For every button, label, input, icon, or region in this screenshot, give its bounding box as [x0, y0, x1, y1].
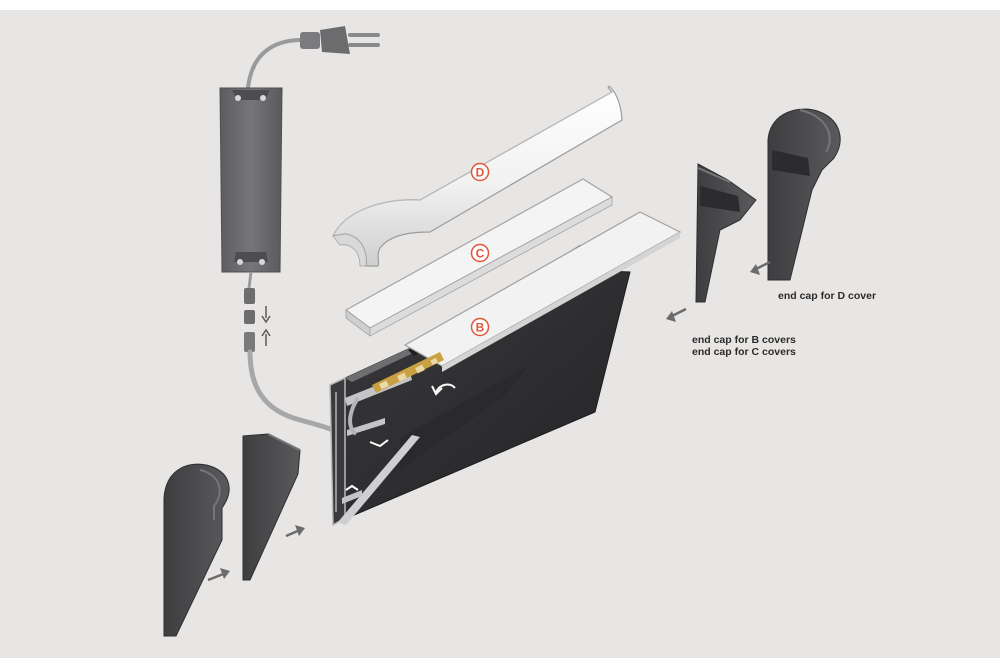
- badge-d: D: [470, 162, 490, 182]
- badge-b-letter: B: [476, 321, 485, 335]
- label-end-cap-c: end cap for C covers: [692, 346, 796, 358]
- end-cap-front-d: [163, 463, 230, 637]
- end-cap-back-bc: [695, 163, 757, 303]
- label-end-cap-d: end cap for D cover: [778, 290, 876, 302]
- connector-arrows: [261, 306, 271, 346]
- end-cap-front-bc: [242, 433, 301, 581]
- profile-arrows: [345, 383, 456, 491]
- led-strip: [348, 352, 444, 436]
- badge-d-letter: D: [476, 166, 485, 180]
- power-supply-unit: [219, 87, 283, 273]
- end-cap-back-arrows: [666, 260, 771, 322]
- power-plug: [246, 26, 380, 89]
- label-end-cap-b: end cap for B covers: [692, 334, 796, 346]
- end-cap-front-arrows: [207, 525, 305, 582]
- badge-b: B: [470, 317, 490, 337]
- badge-c-letter: C: [476, 247, 485, 261]
- end-cap-back-d: [767, 108, 841, 281]
- badge-c: C: [470, 243, 490, 263]
